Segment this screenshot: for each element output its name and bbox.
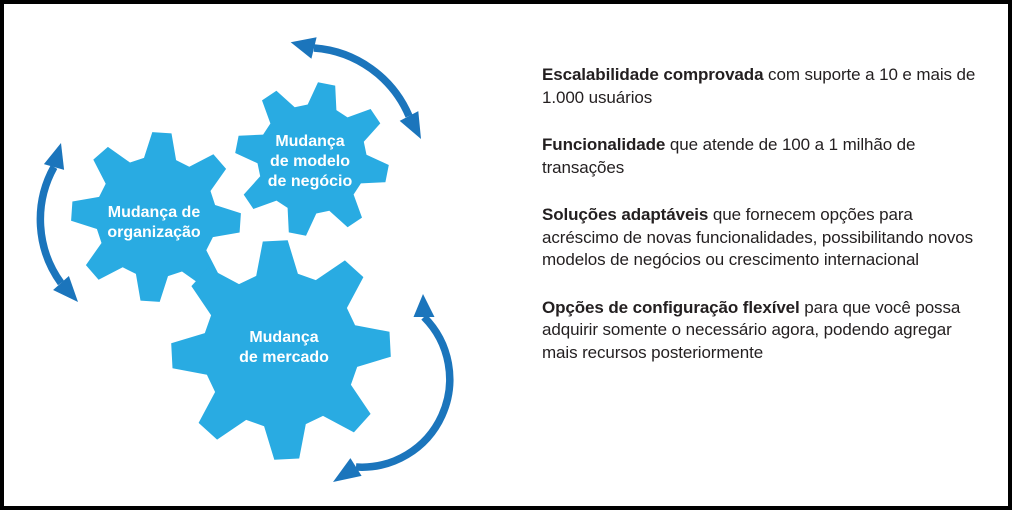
benefit-lead: Funcionalidade [542, 135, 666, 154]
gear-market-icon [171, 240, 391, 460]
benefit-rest: para que você possa adquirir somente o n… [542, 297, 961, 362]
benefit-item-scalability: Escalabilidade comprovada com suporte a … [542, 64, 978, 109]
arrow-bottom-right-head-up-icon [413, 294, 435, 317]
arrow-left-head-down-icon [53, 276, 78, 302]
benefit-item-adaptable-solutions: Soluções adaptáveis que fornecem opções … [542, 204, 978, 272]
double-arrow-bottom-right-icon [333, 294, 454, 482]
arrow-left-shaft [36, 165, 65, 286]
gears-diagram: Mudança de organização Mudança de modelo… [4, 4, 524, 506]
benefit-rest: que fornecem opções para acréscimo de no… [542, 205, 973, 269]
arrow-bottom-right-shaft [355, 314, 454, 471]
benefits-text-panel: Escalabilidade comprovada com suporte a … [542, 64, 978, 389]
gear-organization-icon [71, 132, 241, 302]
benefit-lead: Opções de configuração flexível [542, 297, 800, 317]
arrow-left-head-up-icon [43, 143, 65, 170]
gear-business-model-icon [235, 82, 389, 236]
gears-diagram-svg [36, 37, 454, 482]
benefit-rest: que atende de 100 a 1 milhão de transaçõ… [542, 135, 916, 177]
benefit-lead: Escalabilidade comprovada [542, 65, 764, 84]
benefit-rest: com suporte a 10 e mais de 1.000 usuário… [542, 65, 976, 107]
arrow-bottom-right-head-down-icon [333, 458, 362, 482]
benefit-item-functionality: Funcionalidade que atende de 100 a 1 mil… [542, 134, 978, 179]
double-arrow-left-icon [36, 143, 78, 302]
arrow-top-head-upleft-icon [290, 37, 317, 59]
benefit-item-flexible-configuration: Opções de configuração flexível para que… [542, 297, 978, 365]
benefit-lead: Soluções adaptáveis [542, 205, 709, 224]
arrow-top-shaft [313, 44, 413, 118]
arrow-top-head-down-icon [399, 111, 421, 139]
double-arrow-top-icon [290, 37, 421, 139]
